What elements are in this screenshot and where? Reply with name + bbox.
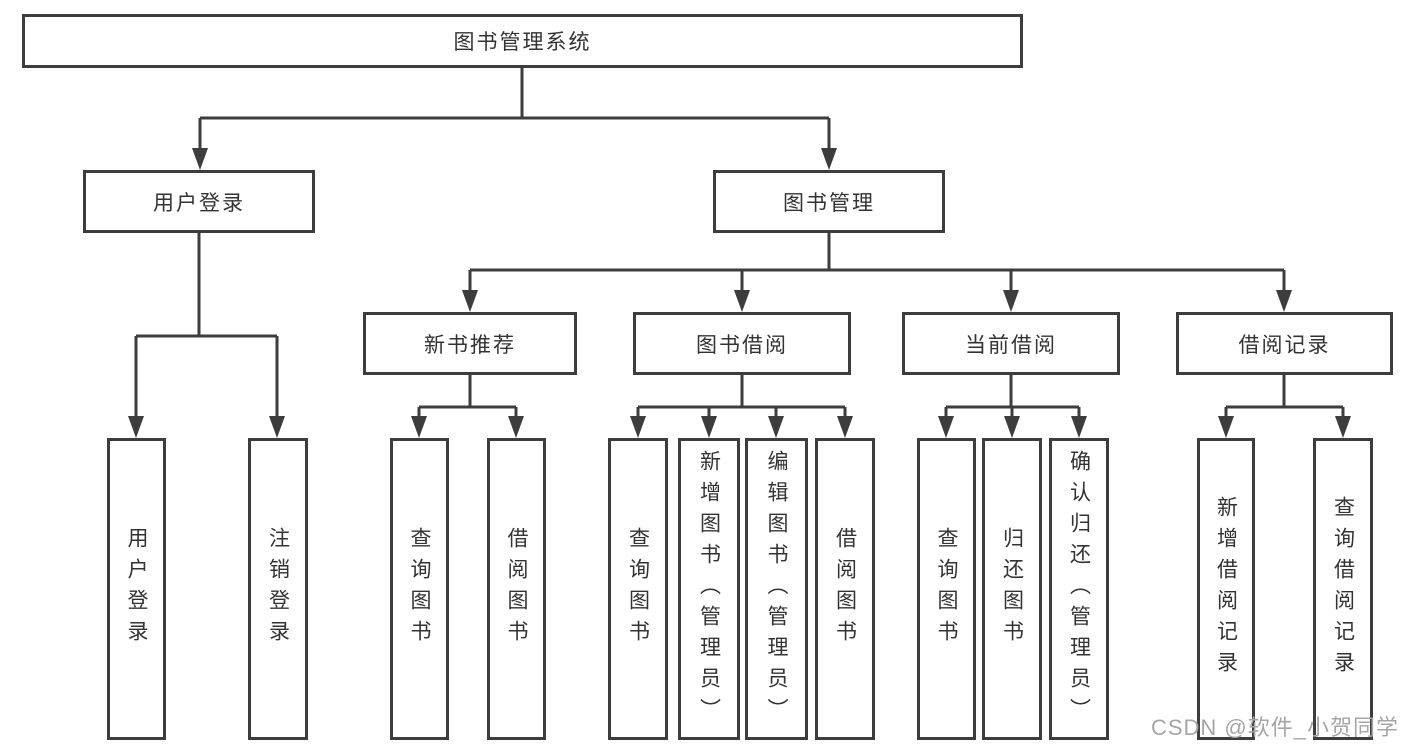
arrow-down-icon xyxy=(462,290,478,312)
node-label: 借阅记录 xyxy=(1238,333,1331,357)
leaf-label: 借阅图书 xyxy=(833,527,857,651)
leaf-label: 注销登录 xyxy=(266,527,290,651)
node-label: 图书管理 xyxy=(783,191,875,215)
arrow-down-icon xyxy=(1276,290,1292,312)
leaf-user-login: 用户登录 xyxy=(107,438,166,740)
leaf-logout: 注销登录 xyxy=(248,438,308,740)
leaf-query-books: 查询图书 xyxy=(917,438,976,740)
leaf-add-books-admin: 新增图书（管理员） xyxy=(678,438,740,740)
arrow-down-icon xyxy=(768,416,784,438)
node-label: 新书推荐 xyxy=(424,333,516,357)
arrow-down-icon xyxy=(938,416,954,438)
node-current-borrowing: 当前借阅 xyxy=(902,312,1120,375)
csdn-watermark: CSDN @软件_小贺同学 xyxy=(1150,715,1399,740)
arrow-down-icon xyxy=(1335,416,1351,438)
node-label: 用户登录 xyxy=(153,191,245,215)
leaf-label: 查询借阅记录 xyxy=(1331,496,1355,682)
arrow-down-icon xyxy=(1004,416,1020,438)
node-new-book-recommendation: 新书推荐 xyxy=(363,312,577,375)
leaf-label: 借阅图书 xyxy=(505,527,529,651)
leaf-edit-books-admin: 编辑图书（管理员） xyxy=(745,438,808,740)
leaf-label: 编辑图书（管理员） xyxy=(765,449,789,729)
leaf-add-borrow-record: 新增借阅记录 xyxy=(1197,438,1255,740)
leaf-confirm-return-admin: 确认归还（管理员） xyxy=(1049,438,1109,740)
arrow-down-icon xyxy=(128,416,144,438)
connector-path xyxy=(134,68,1345,421)
arrow-down-icon xyxy=(837,416,853,438)
arrow-down-icon xyxy=(1003,290,1019,312)
leaf-label: 查询图书 xyxy=(935,527,959,651)
node-user-login-module: 用户登录 xyxy=(83,170,315,233)
node-label: 当前借阅 xyxy=(965,333,1057,357)
leaf-label: 确认归还（管理员） xyxy=(1067,449,1091,729)
arrow-down-icon xyxy=(411,416,427,438)
node-borrowing-records: 借阅记录 xyxy=(1176,312,1393,375)
node-book-borrowing: 图书借阅 xyxy=(633,312,851,375)
arrowheads-group xyxy=(128,148,1351,438)
arrow-down-icon xyxy=(269,416,285,438)
arrow-down-icon xyxy=(701,416,717,438)
arrow-down-icon xyxy=(192,148,208,170)
leaf-borrow-books: 借阅图书 xyxy=(487,438,546,740)
arrow-down-icon xyxy=(1218,416,1234,438)
arrow-down-icon xyxy=(508,416,524,438)
leaf-label: 查询图书 xyxy=(408,527,432,651)
leaf-query-books: 查询图书 xyxy=(608,438,668,740)
leaf-query-books: 查询图书 xyxy=(390,438,449,740)
leaf-return-books: 归还图书 xyxy=(982,438,1042,740)
node-library-management-system: 图书管理系统 xyxy=(22,14,1023,68)
node-label: 图书管理系统 xyxy=(453,31,592,54)
arrow-down-icon xyxy=(821,148,837,170)
leaf-label: 用户登录 xyxy=(125,527,149,651)
leaf-label: 归还图书 xyxy=(1000,527,1024,651)
arrow-down-icon xyxy=(734,290,750,312)
node-label: 图书借阅 xyxy=(696,333,788,357)
arrow-down-icon xyxy=(1071,416,1087,438)
leaf-label: 查询图书 xyxy=(626,527,650,651)
node-book-management-module: 图书管理 xyxy=(713,170,945,233)
leaf-label: 新增图书（管理员） xyxy=(697,449,721,729)
leaf-borrow-books: 借阅图书 xyxy=(815,438,875,740)
leaf-query-borrow-record: 查询借阅记录 xyxy=(1313,438,1373,740)
leaf-label: 新增借阅记录 xyxy=(1214,496,1238,682)
arrow-down-icon xyxy=(630,416,646,438)
